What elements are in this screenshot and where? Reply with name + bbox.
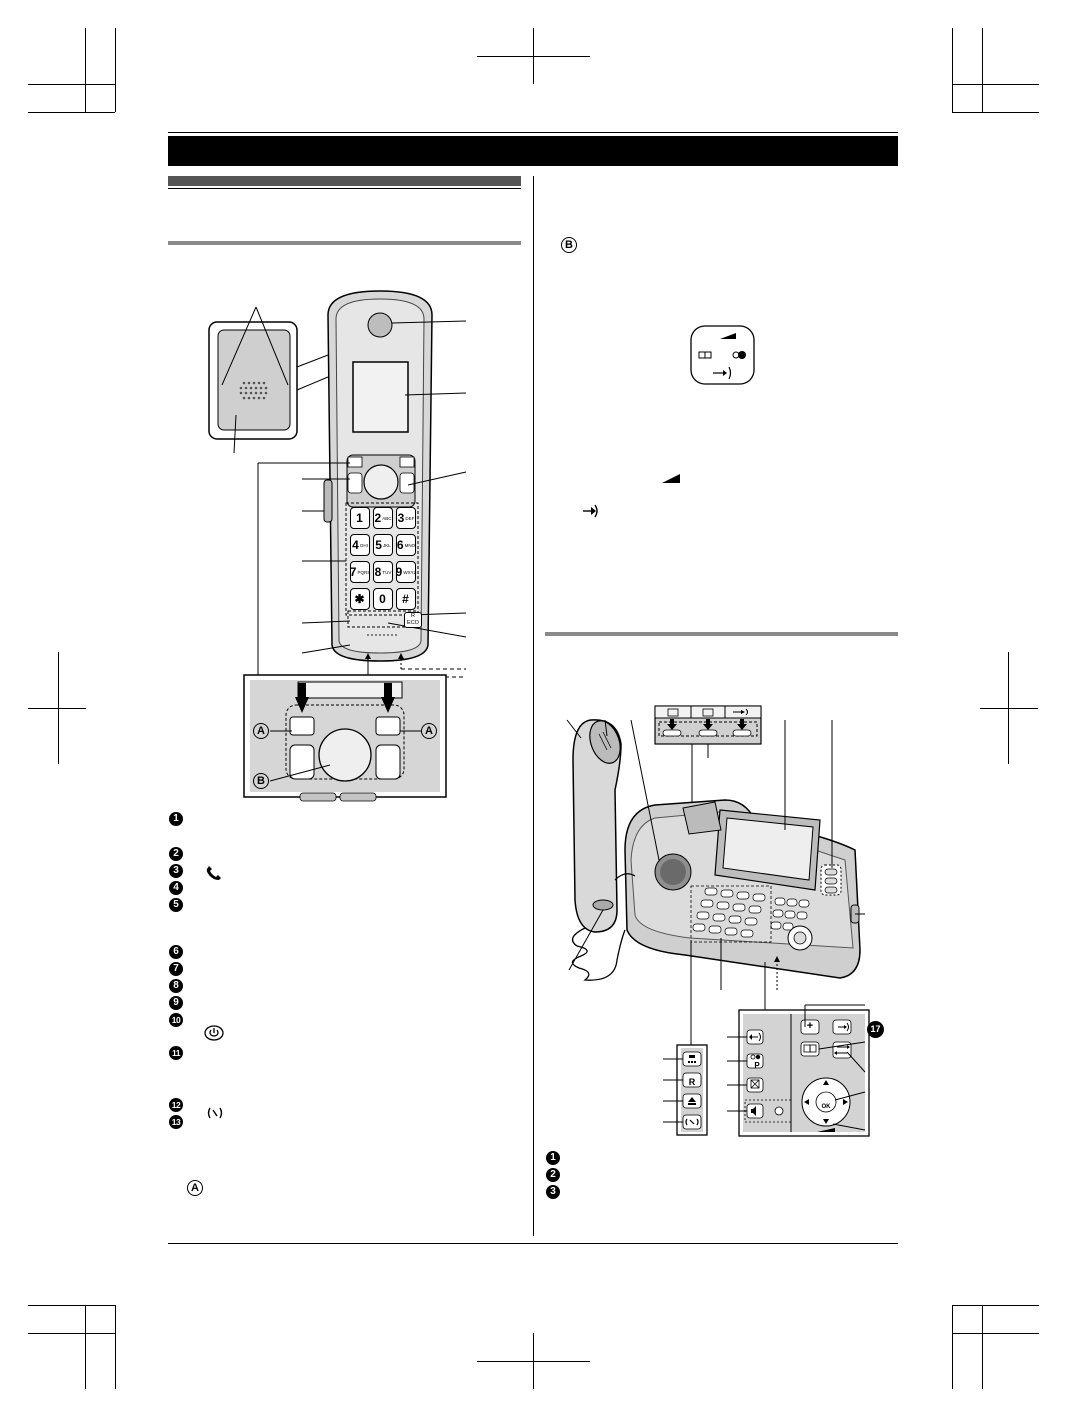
keypad-key-main: 8 bbox=[374, 565, 382, 579]
base-unit-figure bbox=[566, 705, 870, 1137]
crop-mark bbox=[85, 28, 86, 112]
keypad-key[interactable]: # bbox=[396, 588, 416, 610]
crop-mark bbox=[28, 84, 115, 85]
crop-mark bbox=[28, 112, 115, 113]
callout-b-zoom: B bbox=[253, 773, 269, 789]
base-p-key-label: P bbox=[754, 1061, 760, 1070]
crop-mark bbox=[28, 708, 86, 709]
keypad-key-sub: JKL bbox=[382, 542, 391, 548]
crop-mark bbox=[952, 1305, 1039, 1306]
section-heading-bar bbox=[168, 176, 521, 186]
navigator-key-figure bbox=[690, 325, 755, 385]
header-band bbox=[168, 136, 898, 166]
subsection-rule bbox=[168, 241, 521, 245]
handset-legend-marker: 12 bbox=[169, 1098, 183, 1112]
keypad-key-sub: MNO bbox=[404, 542, 416, 548]
redial-icon bbox=[583, 504, 598, 518]
crop-mark bbox=[952, 1305, 953, 1389]
keypad-key-main: 6 bbox=[396, 538, 404, 552]
handset-legend-marker: 7 bbox=[169, 962, 183, 976]
keypad-key-main: 0 bbox=[379, 592, 386, 606]
keypad-key-main: ✱ bbox=[354, 592, 365, 606]
power-off-icon bbox=[204, 1025, 224, 1041]
subsection-rule-base bbox=[545, 632, 898, 636]
crop-mark bbox=[115, 28, 116, 112]
crop-mark bbox=[952, 84, 1039, 85]
callout-a-left: A bbox=[253, 723, 269, 739]
intercom-icon bbox=[207, 1107, 223, 1119]
footer-rule bbox=[168, 1243, 898, 1244]
keypad-key[interactable]: 0 bbox=[373, 588, 393, 610]
handset-legend-marker: 1 bbox=[169, 812, 183, 826]
crop-mark bbox=[980, 708, 1038, 709]
callout-a-text: A bbox=[187, 1180, 203, 1196]
crop-mark bbox=[952, 1333, 1039, 1334]
keypad-key[interactable]: ✱ bbox=[350, 588, 370, 610]
base-legend-marker: 2 bbox=[546, 1168, 560, 1182]
crop-mark bbox=[982, 1305, 983, 1389]
crop-mark bbox=[952, 28, 953, 112]
crop-mark bbox=[477, 1361, 590, 1362]
keypad-key-sub: DEF bbox=[405, 515, 415, 521]
eco-key-label: ECO bbox=[407, 620, 419, 626]
column-divider bbox=[533, 176, 534, 1236]
crop-mark bbox=[28, 1333, 115, 1334]
handset-legend-marker: 10 bbox=[169, 1013, 183, 1027]
handset-legend-marker: 2 bbox=[169, 847, 183, 861]
keypad-key-main: 7 bbox=[349, 565, 357, 579]
keypad-key-main: # bbox=[402, 592, 409, 606]
base-plus-key-label: + bbox=[806, 1020, 814, 1032]
recall-key-label: R bbox=[411, 613, 415, 619]
base-r-key-label: R bbox=[688, 1077, 696, 1087]
section-heading-underline bbox=[168, 188, 521, 189]
crop-mark bbox=[85, 1305, 86, 1389]
keypad-key-main: 5 bbox=[375, 538, 382, 552]
handset-legend-marker: 8 bbox=[169, 979, 183, 993]
crop-mark bbox=[28, 1305, 115, 1306]
keypad-key-sub: WXYZ bbox=[403, 569, 417, 575]
handset-legend-marker: 13 bbox=[169, 1115, 183, 1129]
callout-17-marker: 17 bbox=[867, 1021, 884, 1038]
base-legend-marker: 3 bbox=[546, 1185, 560, 1199]
handset-legend-marker: 3 bbox=[169, 864, 183, 878]
keypad-key[interactable]: 1 bbox=[350, 507, 370, 529]
base-ok-key-label: OK bbox=[821, 1104, 831, 1110]
talk-icon bbox=[206, 866, 221, 880]
keypad-key-main: 2 bbox=[374, 511, 382, 525]
handset-legend-marker: 6 bbox=[169, 945, 183, 959]
crop-mark bbox=[477, 56, 590, 57]
base-legend-marker: 1 bbox=[546, 1151, 560, 1165]
handset-legend-marker: 11 bbox=[169, 1046, 183, 1060]
keypad-key-sub: TUV bbox=[382, 569, 392, 575]
keypad-key-main: 1 bbox=[356, 511, 363, 525]
handset-legend-marker: 4 bbox=[169, 881, 183, 895]
volume-icon bbox=[662, 474, 680, 483]
keypad-key-main: 9 bbox=[395, 565, 403, 579]
callout-a-right: A bbox=[421, 723, 437, 739]
crop-mark bbox=[115, 1305, 116, 1389]
keypad-key-sub: PQRS bbox=[357, 569, 371, 575]
crop-mark bbox=[952, 112, 1039, 113]
handset-legend-marker: 5 bbox=[169, 898, 183, 912]
keypad-key-sub: GHI bbox=[359, 542, 368, 548]
keypad-key-main: 3 bbox=[397, 511, 405, 525]
header-rule bbox=[168, 132, 898, 133]
keypad-key-sub: ABC bbox=[382, 515, 392, 521]
keypad-key-main: 4 bbox=[352, 538, 359, 552]
handset-figure bbox=[208, 290, 467, 802]
crop-mark bbox=[982, 28, 983, 112]
callout-b-text: B bbox=[561, 237, 577, 253]
handset-legend-marker: 9 bbox=[169, 996, 183, 1010]
recall-eco-key[interactable]: R ECO bbox=[404, 612, 422, 628]
